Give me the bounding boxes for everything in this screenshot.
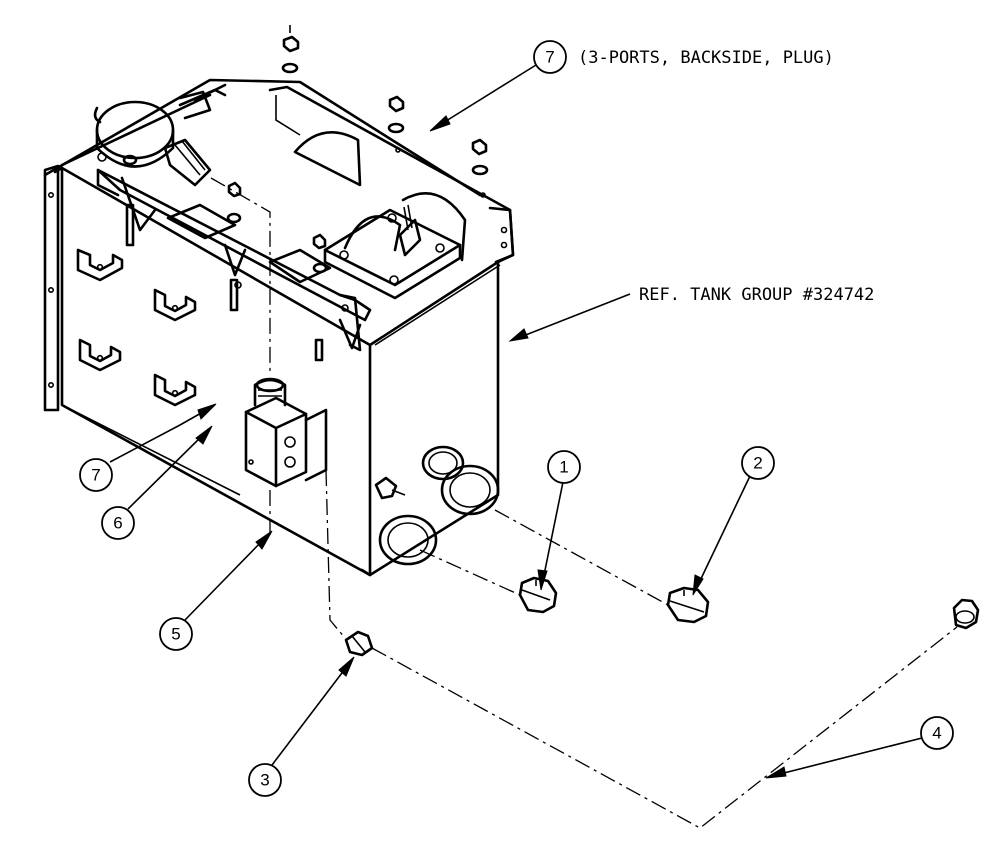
balloon-1-label: 1 (559, 458, 568, 477)
nut-stack-top-2 (387, 95, 405, 153)
item7-top-note: (3-PORTS, BACKSIDE, PLUG) (578, 48, 834, 68)
balloon-4-label: 4 (932, 724, 941, 743)
balloon-6-label: 6 (113, 514, 122, 533)
callouts: 7 (3-PORTS, BACKSIDE, PLUG) REF. TANK GR… (79, 40, 954, 797)
tank-assembly (43, 78, 515, 577)
plug-4 (952, 598, 980, 630)
plug-2 (666, 586, 710, 624)
tank-group-ref-note: REF. TANK GROUP #324742 (639, 285, 874, 305)
balloon-3-label: 3 (260, 771, 269, 790)
fitting-3 (344, 630, 374, 657)
nut-stack-top-1 (281, 25, 300, 74)
balloon-7-side-label: 7 (91, 466, 100, 485)
balloon-2 (741, 446, 775, 480)
balloon-7-side (79, 458, 113, 492)
plug-1 (518, 576, 558, 614)
balloon-5-label: 5 (171, 625, 180, 644)
valve-block-assembly (244, 377, 328, 488)
balloon-7-top (533, 40, 567, 74)
bolt-left-3 (312, 233, 328, 362)
balloon-1 (547, 450, 581, 484)
balloon-5 (159, 617, 193, 651)
balloon-3 (248, 763, 282, 797)
balloon-4 (920, 716, 954, 750)
assembly-lines (61, 177, 958, 829)
hardware-fasteners (122, 25, 489, 362)
balloon-7-top-label: 7 (545, 48, 554, 67)
balloon-2-label: 2 (753, 454, 762, 473)
bolt-left-1 (122, 154, 138, 247)
balloon-6 (101, 506, 135, 540)
nut-stack-top-3 (471, 138, 489, 198)
bolt-left-2 (226, 181, 242, 312)
